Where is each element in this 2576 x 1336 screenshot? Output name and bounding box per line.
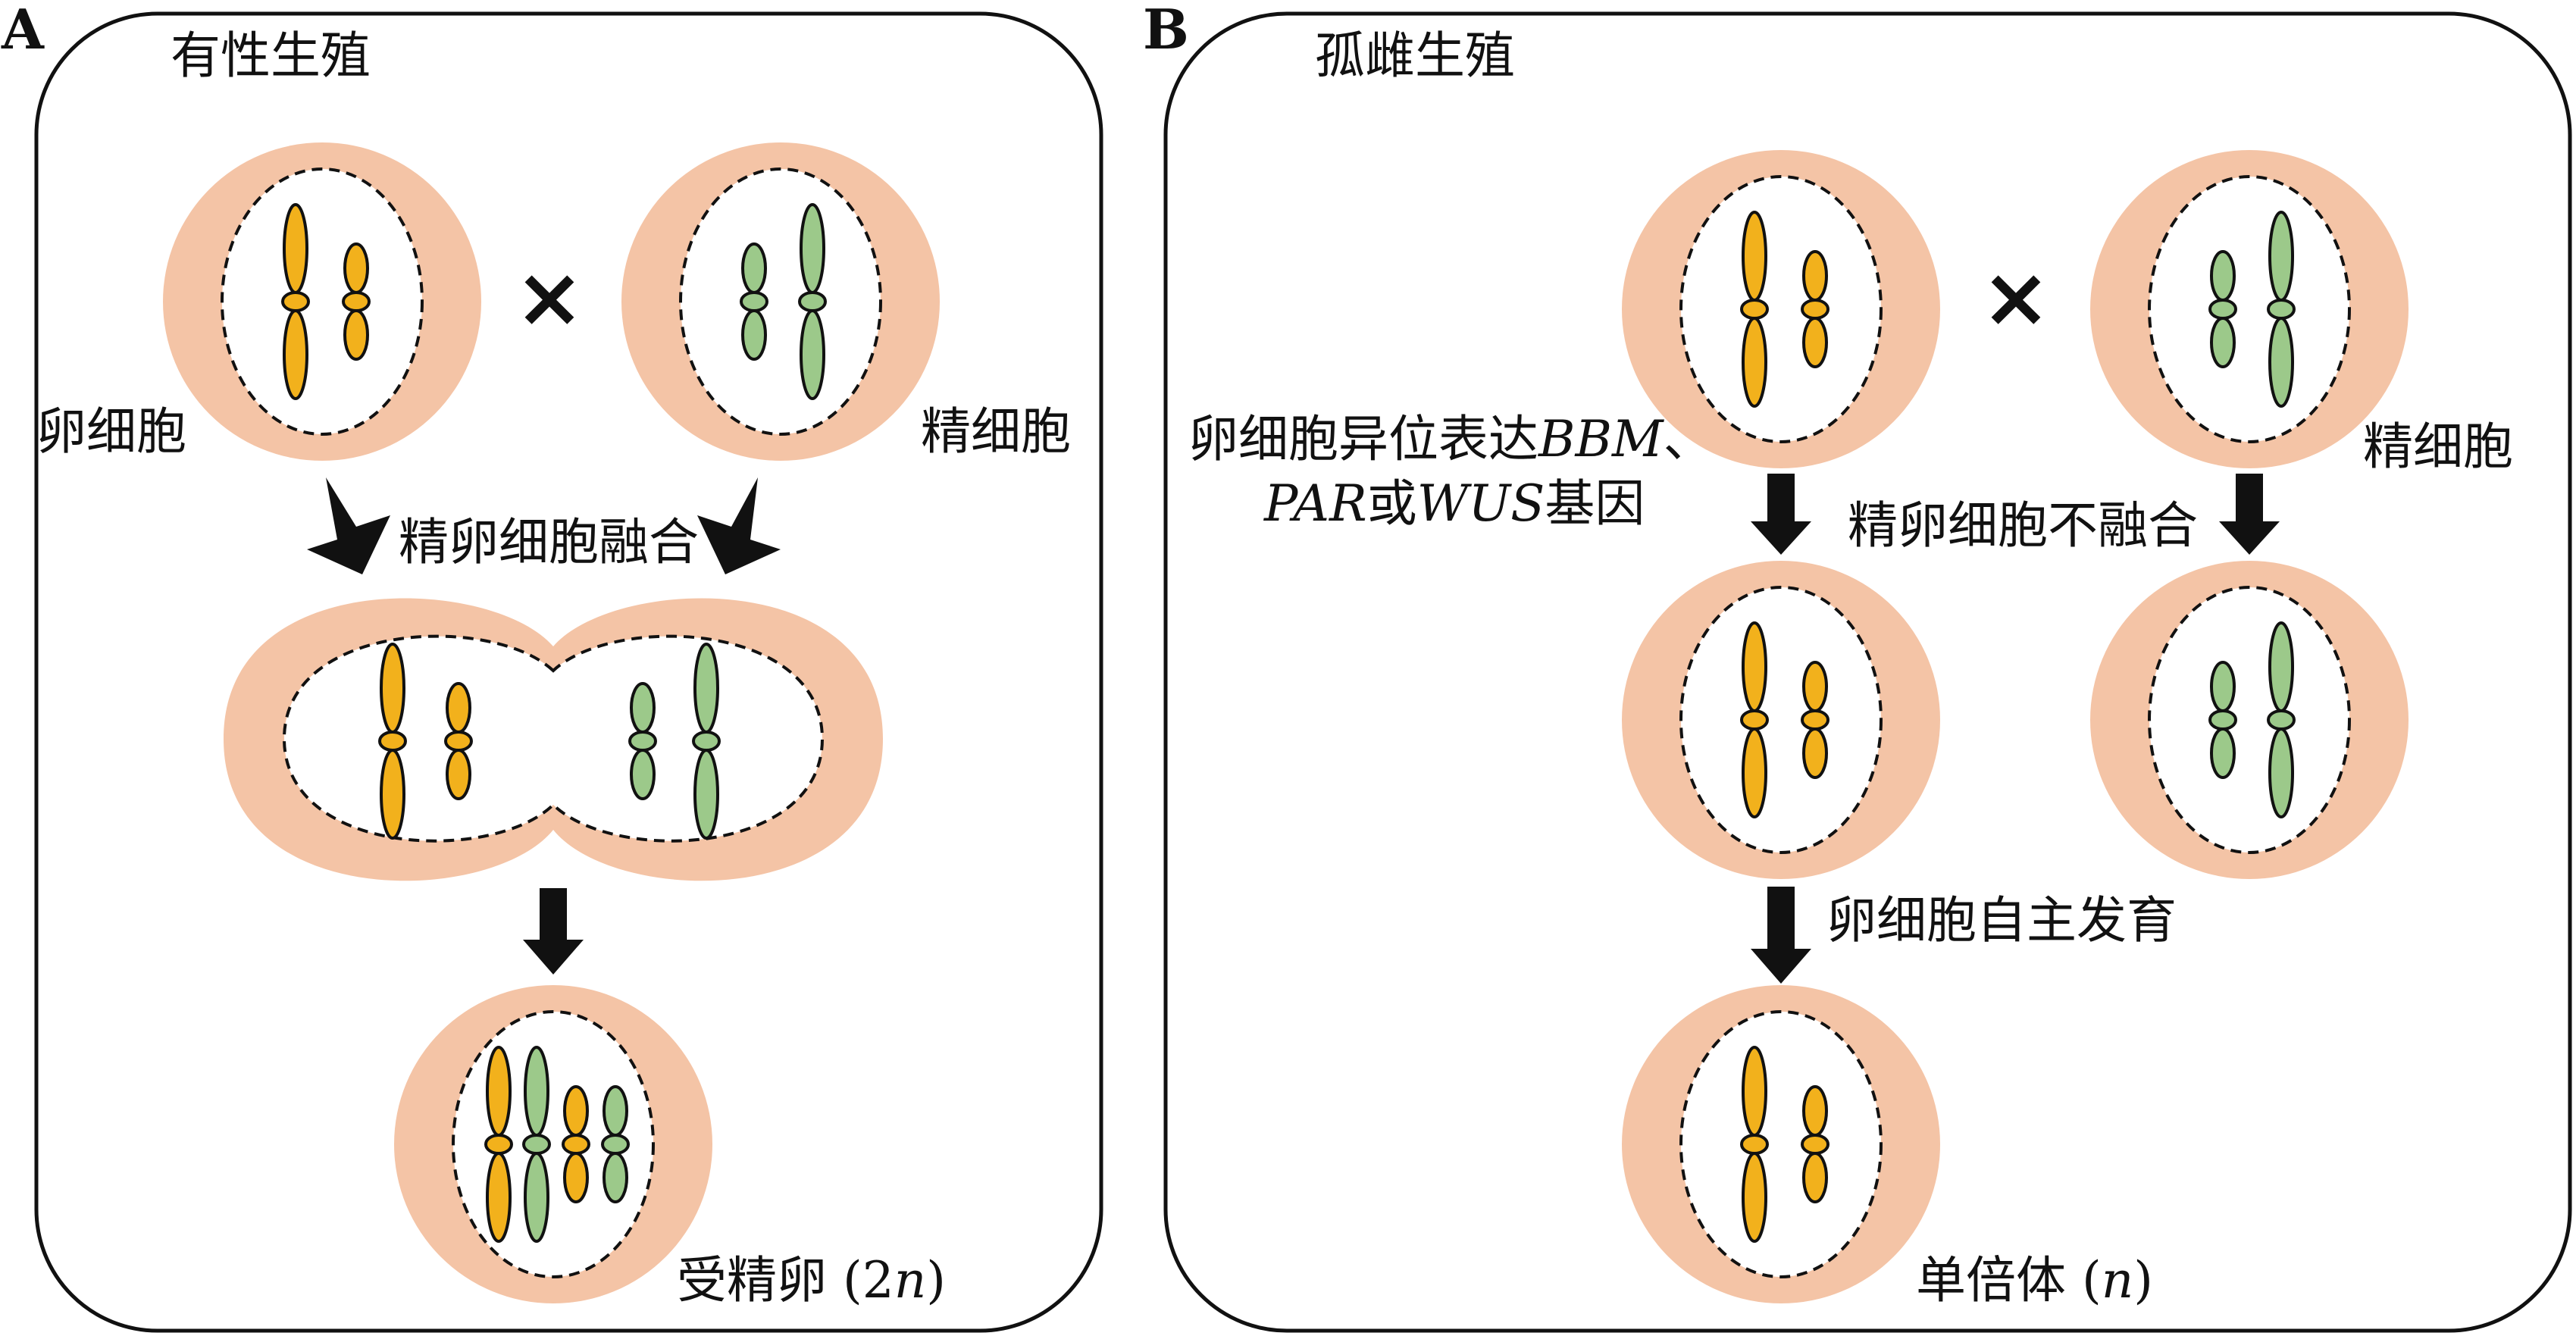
egg-cell [161, 141, 483, 462]
arrow-fusion-to-zygote-icon [523, 888, 584, 975]
sperm-cell-label: 精细胞 [2363, 418, 2513, 476]
sperm-chromosome-long [2267, 211, 2296, 408]
sperm-cell-label: 精细胞 [921, 402, 1071, 461]
egg-cell-label: 卵细胞 [36, 402, 186, 461]
sperm-chromosome-short [2208, 661, 2237, 779]
zygote-sperm-chromosome-short [601, 1085, 630, 1203]
egg-chromosome-long [281, 203, 310, 400]
fused-egg-chromosome-long [378, 643, 407, 840]
zygote-egg-chromosome-short [562, 1085, 590, 1203]
panel-a-frame [34, 11, 1103, 1333]
egg-chromosome-long [1740, 211, 1769, 408]
fused-egg-chromosome-short [444, 682, 473, 800]
no-fusion-label: 精卵细胞不融合 [1848, 496, 2198, 555]
haploid-cell [1620, 984, 1942, 1305]
egg-chromosome-short [1801, 250, 1829, 368]
arrow-egg-to-haploid-icon [1751, 887, 1811, 984]
arrow-sperm-to-fusion-icon [697, 477, 781, 574]
arrow-sperm-down-icon [2219, 474, 2280, 555]
cross-symbol: × [515, 249, 584, 346]
panel-b-frame [1163, 11, 2572, 1333]
sperm-cell-unfused [2089, 559, 2410, 881]
panel-b: B 孤雌生殖 卵细胞异位表达BBM、 PAR或WUS基因 × 精细胞 精卵细胞不… [1143, 0, 2572, 1333]
haploid-chromosome-short [1801, 1085, 1829, 1203]
sperm-chromosome-short [740, 242, 768, 361]
sperm-chromosome-long [2267, 621, 2296, 818]
panel-b-title: 孤雌生殖 [1315, 27, 1515, 85]
zygote-cell [393, 984, 714, 1305]
haploid-chromosome-long [1740, 1046, 1769, 1243]
cross-symbol: × [1981, 249, 2051, 346]
fusion-label: 精卵细胞融合 [399, 513, 699, 571]
sperm-chromosome-short [2208, 250, 2237, 368]
sperm-chromosome-long [798, 203, 827, 400]
fused-cell [224, 598, 883, 881]
arrow-egg-down-icon [1751, 474, 1811, 555]
egg-chromosome-short [342, 242, 371, 361]
haploid-label: 单倍体 (n) [1916, 1251, 2153, 1309]
egg-ectopic-label-line2: PAR或WUS基因 [1263, 474, 1645, 533]
panel-a-letter: A [1, 0, 45, 61]
egg-chromosome-long [1740, 621, 1769, 818]
panel-b-letter: B [1143, 0, 1189, 61]
zygote-label: 受精卵 (2n) [677, 1251, 946, 1309]
fused-sperm-chromosome-long [692, 643, 721, 840]
egg-chromosome-short [1801, 661, 1829, 779]
autonomous-development-label: 卵细胞自主发育 [1826, 891, 2177, 950]
zygote-egg-chromosome-long [484, 1046, 513, 1243]
fused-sperm-chromosome-short [628, 682, 657, 800]
sperm-cell [620, 141, 941, 462]
egg-cell-unfused [1620, 559, 1942, 881]
arrow-egg-to-fusion-icon [307, 477, 390, 574]
egg-ectopic-label-line1: 卵细胞异位表达BBM、 [1188, 410, 1714, 468]
panel-a: A 有性生殖 卵细胞 × 精细胞 精卵细胞融合 [1, 0, 1103, 1333]
zygote-sperm-chromosome-long [522, 1046, 551, 1243]
panel-a-title: 有性生殖 [171, 27, 371, 85]
sperm-cell [2089, 149, 2410, 470]
